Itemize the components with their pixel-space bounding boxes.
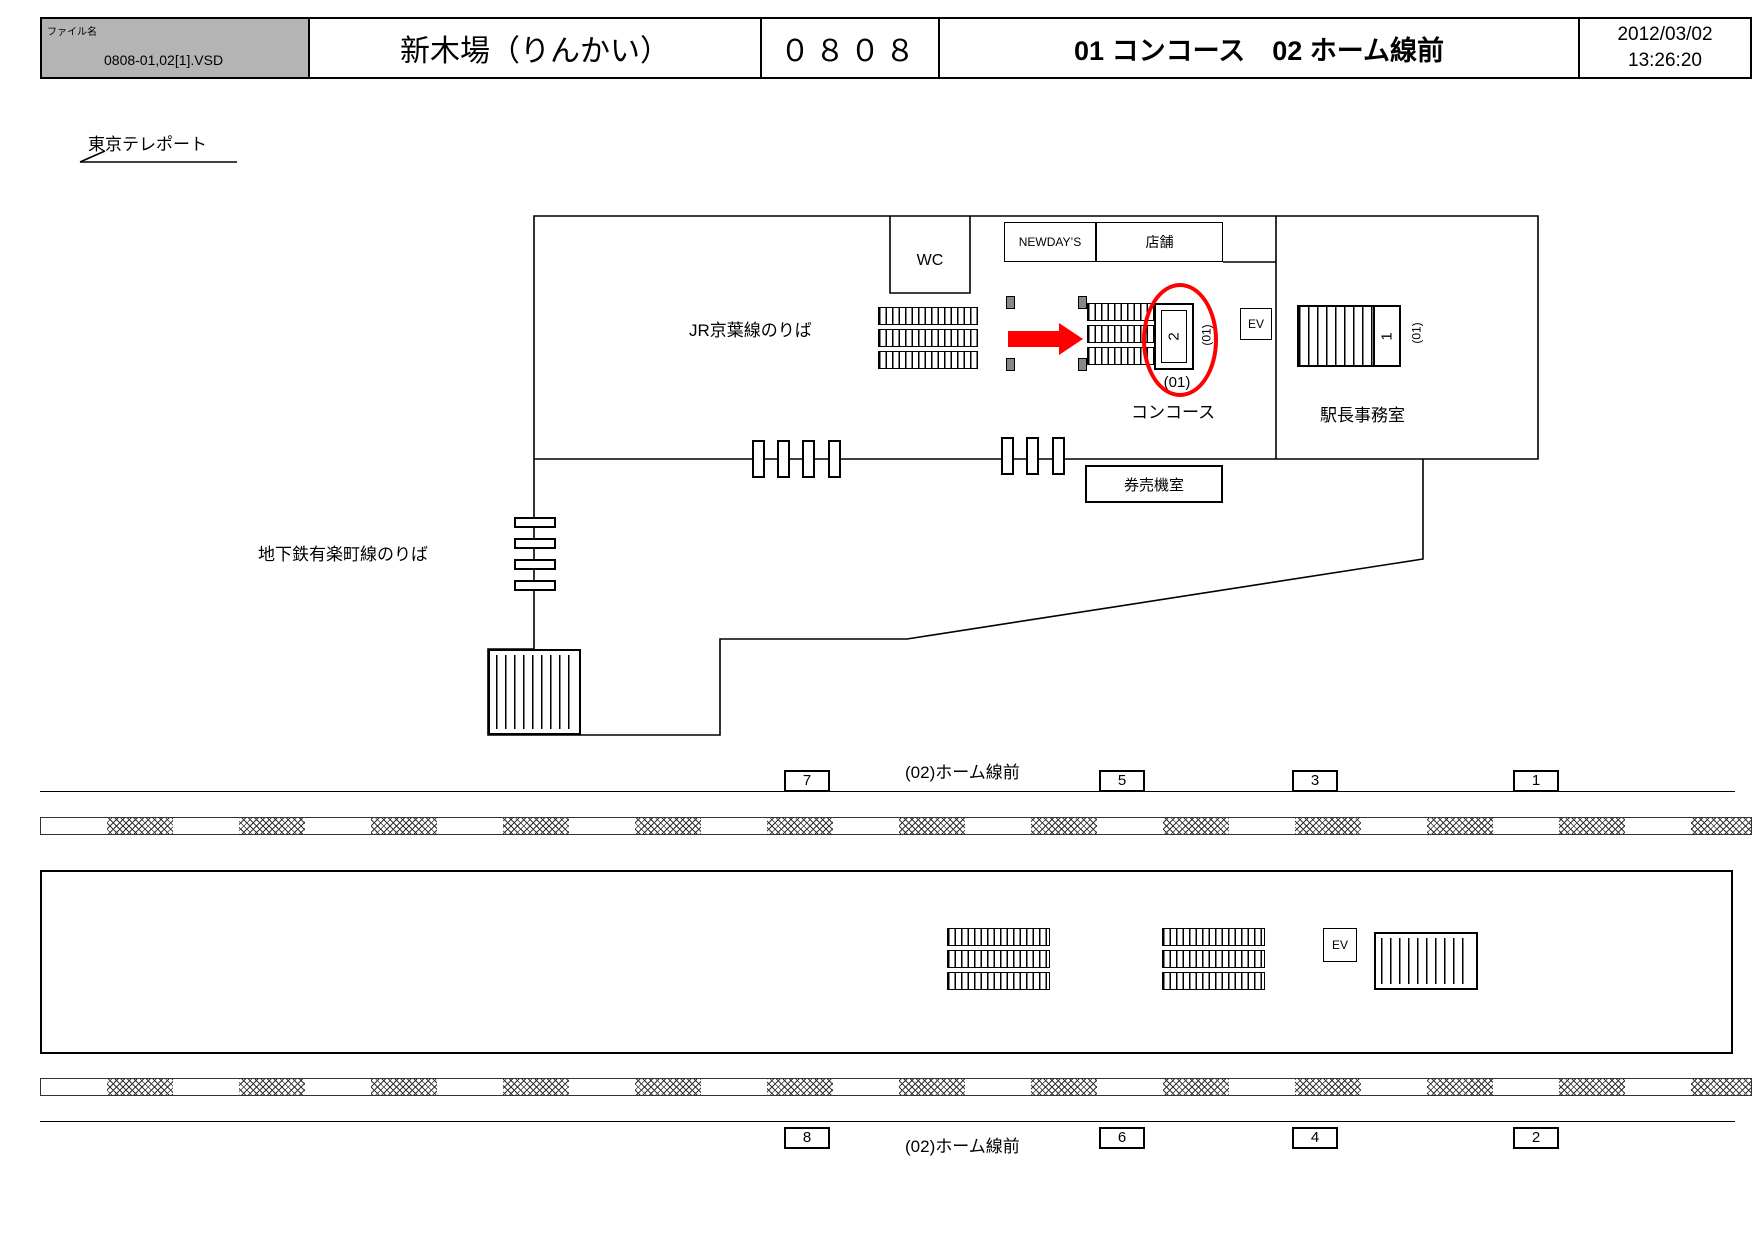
concourse-label: コンコース	[1131, 403, 1216, 422]
platform-bottom-label: (02)ホーム線前	[905, 1137, 1020, 1156]
stair-hatch-band	[1087, 303, 1156, 321]
ticket-gate	[777, 440, 790, 478]
elevator-label: EV	[1247, 317, 1264, 331]
platform-number-box-4: 4	[1292, 1127, 1338, 1149]
platform-number-box-7: 7	[784, 770, 830, 792]
platform-number-box-8: 8	[784, 1127, 830, 1149]
station-name: 新木場（りんかい）	[310, 19, 762, 77]
elevator-box: EV	[1240, 308, 1272, 340]
platform-stairs	[1374, 932, 1478, 990]
stair-hatch-band	[947, 972, 1050, 990]
direction-arrow-icon	[79, 150, 237, 163]
wall-slat	[514, 517, 556, 528]
platform-number-box-1: 1	[1513, 770, 1559, 792]
date-value: 2012/03/02	[1617, 24, 1713, 45]
office-stairs: 1	[1297, 305, 1401, 367]
datetime-cell: 2012/03/02 13:26:20	[1580, 19, 1750, 77]
stair-hatch-band	[1087, 347, 1156, 365]
stair-hatch-band	[947, 928, 1050, 946]
wc-label: WC	[916, 252, 944, 269]
stair-end-marker	[1078, 358, 1087, 371]
file-cell: ファイル名 0808-01,02[1].VSD	[42, 19, 310, 77]
stairs-stripes	[496, 655, 573, 729]
newdays-label: NEWDAY’S	[1018, 235, 1082, 249]
stair-end-marker	[1006, 296, 1015, 309]
track-line-bottom	[40, 1121, 1735, 1122]
direction-label: 東京テレポート	[88, 135, 207, 154]
shop-room: 店舗	[1096, 222, 1223, 262]
subway-label: 地下鉄有楽町線のりば	[258, 545, 428, 564]
wall-slat	[514, 580, 556, 591]
wall-slat	[514, 559, 556, 570]
platform-elevator-label: EV	[1331, 938, 1348, 952]
stairs-stripes	[1381, 938, 1471, 984]
wall-slat	[514, 538, 556, 549]
ticket-machine-room-label: 券売機室	[1123, 476, 1184, 494]
platform-elevator-box: EV	[1323, 928, 1357, 962]
stair-hatch-band	[878, 351, 978, 369]
stair-hatch-band	[947, 950, 1050, 968]
shop-label: 店舗	[1145, 234, 1174, 250]
ad-position-1-zone-vertical: (01)	[1409, 322, 1424, 344]
station-code: ０８０８	[762, 19, 940, 77]
stairs-stripes	[1299, 307, 1373, 365]
stair-end-marker	[1006, 358, 1015, 371]
highlight-arrow-icon	[1008, 331, 1060, 347]
ticket-gate	[828, 440, 841, 478]
platform-number-box-2: 2	[1513, 1127, 1559, 1149]
stair-hatch-band	[878, 307, 978, 325]
track-line-top	[40, 791, 1735, 792]
platform-number-box-3: 3	[1292, 770, 1338, 792]
highlight-arrowhead-icon	[1059, 323, 1083, 355]
subway-stairs	[488, 649, 581, 735]
platform-number-box-5: 5	[1099, 770, 1145, 792]
title-block: ファイル名 0808-01,02[1].VSD 新木場（りんかい） ０８０８ 0…	[40, 17, 1752, 79]
platform-top-label: (02)ホーム線前	[905, 763, 1020, 782]
ad-position-1-box: 1	[1373, 307, 1399, 365]
stair-hatch-band	[878, 329, 978, 347]
jr-keiyo-label: JR京葉線のりば	[689, 321, 812, 340]
ticket-gate	[802, 440, 815, 478]
stair-hatch-band	[1162, 972, 1265, 990]
file-name-label: ファイル名	[47, 27, 97, 38]
ticket-gate	[1001, 437, 1014, 475]
stair-hatch-band	[1087, 325, 1156, 343]
highlight-ellipse	[1142, 283, 1218, 397]
outer-wall	[487, 215, 1539, 736]
ticket-machine-room: 券売機室	[1085, 465, 1223, 503]
ticket-gate	[752, 440, 765, 478]
stair-hatch-band	[1162, 928, 1265, 946]
platform-number-box-6: 6	[1099, 1127, 1145, 1149]
ad-position-1-number: 1	[1378, 331, 1396, 341]
newdays-store: NEWDAY’S	[1004, 222, 1096, 262]
platform-edge-strip-top	[40, 817, 1752, 835]
wc-walls	[889, 216, 971, 294]
office-label: 駅長事務室	[1320, 406, 1405, 425]
time-value: 13:26:20	[1628, 50, 1702, 71]
location-title: 01 コンコース 02 ホーム線前	[940, 19, 1580, 77]
ticket-gate	[1026, 437, 1039, 475]
stair-end-marker	[1078, 296, 1087, 309]
file-name-value: 0808-01,02[1].VSD	[104, 52, 224, 68]
platform-outline	[40, 870, 1733, 1054]
ticket-gate	[1052, 437, 1065, 475]
stair-hatch-band	[1162, 950, 1265, 968]
platform-edge-strip-bottom	[40, 1078, 1752, 1096]
